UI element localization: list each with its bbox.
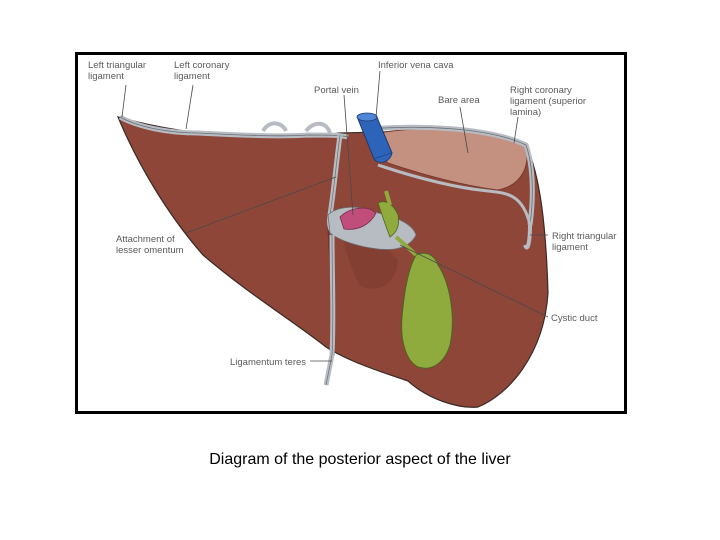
label-bare-area: Bare area [438, 95, 480, 106]
ligament-folds [261, 121, 332, 134]
label-left-coronary-ligament: Left coronary ligament [174, 60, 232, 82]
label-right-triangular-ligament: Right triangular ligament [552, 231, 619, 253]
figure-caption: Diagram of the posterior aspect of the l… [209, 451, 511, 468]
label-lesser-omentum: Attachment of lesser omentum [116, 234, 184, 256]
cystic-duct [394, 235, 418, 257]
right-triangular-ligament-band [523, 224, 532, 250]
leader-portal-vein [343, 94, 354, 216]
label-portal-vein: Portal vein [314, 85, 359, 96]
leader-left-coronary [185, 84, 194, 130]
gallbladder [401, 252, 453, 369]
leader-lines [121, 70, 549, 362]
leader-left-triangular [121, 84, 127, 118]
leader-lesser-omentum [185, 176, 337, 234]
hepatic-duct-upper [384, 190, 392, 206]
label-left-triangular-ligament: Left triangular ligament [88, 60, 149, 82]
coronary-inferior-lamina [377, 163, 532, 226]
leader-cystic-duct [399, 244, 549, 318]
inferior-vena-cava [356, 112, 393, 163]
label-right-coronary-ligament: Right coronary ligament (superior lamina… [510, 85, 589, 118]
portal-vein [339, 207, 377, 230]
label-cystic-duct: Cystic duct [551, 313, 598, 324]
liver-diagram: Left triangular ligament Left coronary l… [88, 60, 619, 408]
label-ligamentum-teres: Ligamentum teres [230, 357, 306, 368]
leader-right-coronary [513, 116, 519, 144]
leader-ivc [375, 70, 381, 118]
leader-bare-area [459, 106, 469, 154]
liver-diagram-frame: Left triangular ligament Left coronary l… [75, 52, 627, 414]
label-inferior-vena-cava: Inferior vena cava [378, 60, 454, 71]
